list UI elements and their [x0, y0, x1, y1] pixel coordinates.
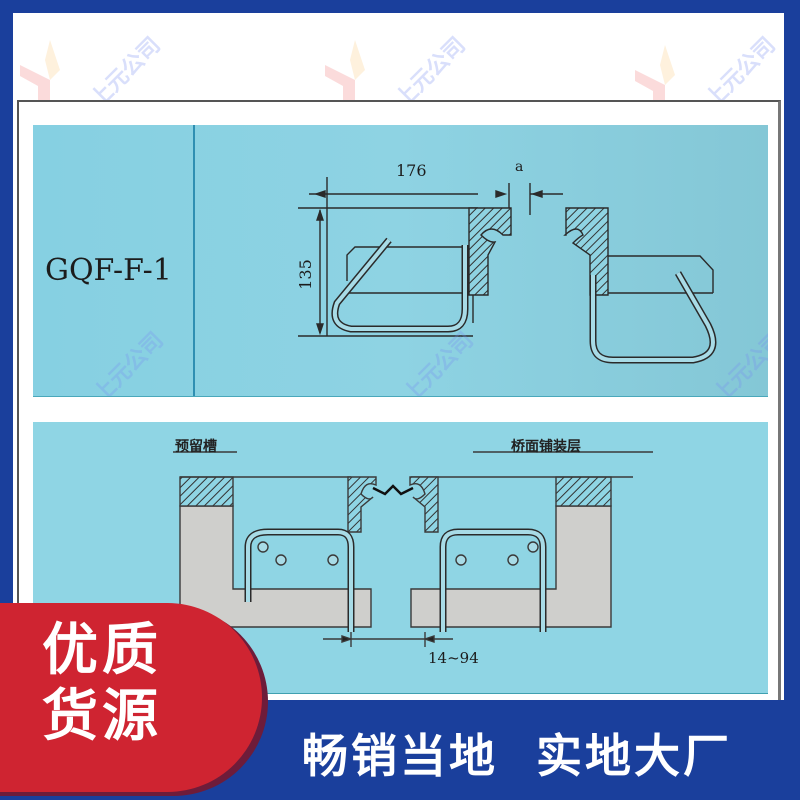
slogan-text: 畅销当地 实地大厂: [302, 729, 733, 783]
diagram-panel-top: GQF-F-1: [33, 125, 768, 397]
promo-line-2: 货源: [42, 684, 162, 749]
promo-banner-text: 优质 货源: [42, 618, 162, 750]
panel-divider: [193, 125, 195, 396]
dimension-gap: a: [515, 159, 524, 175]
installation-section-drawing: [173, 451, 653, 647]
dimension-gap-range: 14~94: [428, 649, 479, 667]
promo-line-1: 优质: [42, 618, 162, 683]
label-deck-pavement: 桥面铺装层: [511, 439, 581, 455]
y-logo-icon: [325, 40, 385, 110]
dimension-width: 176: [396, 161, 427, 180]
dimension-height: 135: [295, 259, 315, 290]
model-label: GQF-F-1: [45, 253, 172, 288]
label-reserved-groove: 预留槽: [175, 439, 217, 455]
expansion-joint-drawing: [298, 177, 717, 364]
y-logo-icon: [20, 40, 80, 110]
promo-banner: [0, 603, 262, 792]
